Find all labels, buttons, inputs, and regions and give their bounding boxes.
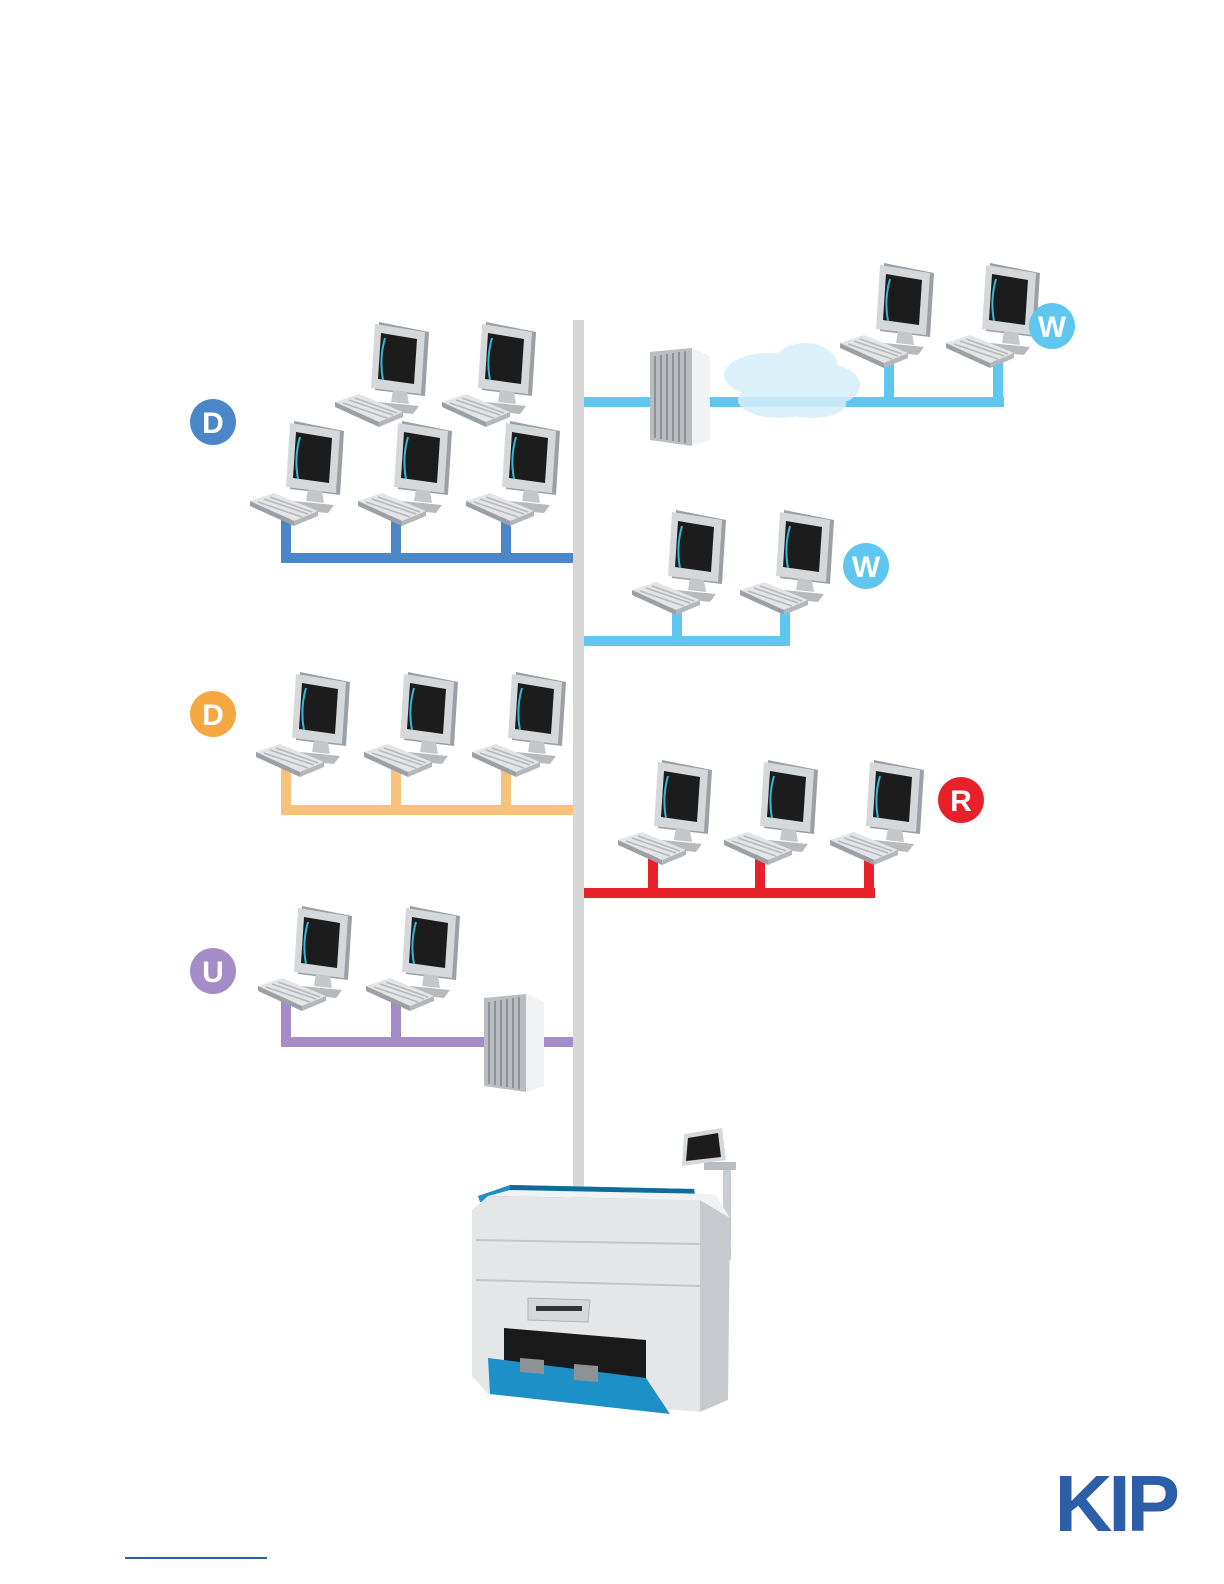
group-u-purple: U	[190, 906, 573, 1092]
workstation-icon	[364, 672, 458, 777]
group-d-blue-wiring	[281, 512, 573, 563]
network-backbone	[573, 320, 584, 1190]
workstation-icon	[256, 672, 350, 777]
svg-text:D: D	[202, 699, 224, 732]
group-d-orange: D	[190, 672, 573, 815]
workstation-icon	[724, 760, 818, 865]
svg-text:D: D	[202, 407, 224, 440]
badge-d-orange: D	[190, 691, 236, 737]
server-tower-icon	[484, 994, 544, 1092]
workstation-icon	[335, 322, 429, 427]
workstation-icon	[472, 672, 566, 777]
group-r-red: R	[584, 760, 984, 898]
svg-text:U: U	[202, 956, 224, 989]
workstation-icon	[442, 322, 536, 427]
workstation-icon	[840, 263, 934, 368]
cloud-icon	[724, 343, 860, 418]
badge-u-purple: U	[190, 948, 236, 994]
workstation-icon	[466, 421, 560, 526]
group-w-local: W	[584, 510, 889, 646]
group-d-blue: D	[190, 322, 573, 563]
workstation-icon	[618, 760, 712, 865]
workstation-icon	[358, 421, 452, 526]
badge-w-local: W	[843, 543, 889, 589]
svg-text:W: W	[852, 551, 881, 584]
workstation-icon	[830, 760, 924, 865]
footer-rule	[125, 1557, 267, 1559]
badge-w-remote: W	[1029, 303, 1075, 349]
svg-text:R: R	[950, 785, 972, 818]
badge-d-blue: D	[190, 399, 236, 445]
badge-r-red: R	[938, 777, 984, 823]
server-tower-icon	[650, 348, 710, 446]
svg-text:KIP: KIP	[1055, 1459, 1178, 1548]
group-w-remote: W	[584, 263, 1075, 446]
group-r-red-wiring	[584, 848, 875, 898]
workstation-icon	[946, 263, 1040, 368]
workstation-icon	[258, 906, 352, 1011]
svg-text:W: W	[1038, 311, 1067, 344]
workstation-icon	[250, 421, 344, 526]
kip-logo: KIP	[1055, 1459, 1178, 1548]
workstation-icon	[366, 906, 460, 1011]
wide-format-printer-icon	[472, 1128, 736, 1414]
workstation-icon	[740, 510, 834, 615]
workstation-icon	[632, 510, 726, 615]
